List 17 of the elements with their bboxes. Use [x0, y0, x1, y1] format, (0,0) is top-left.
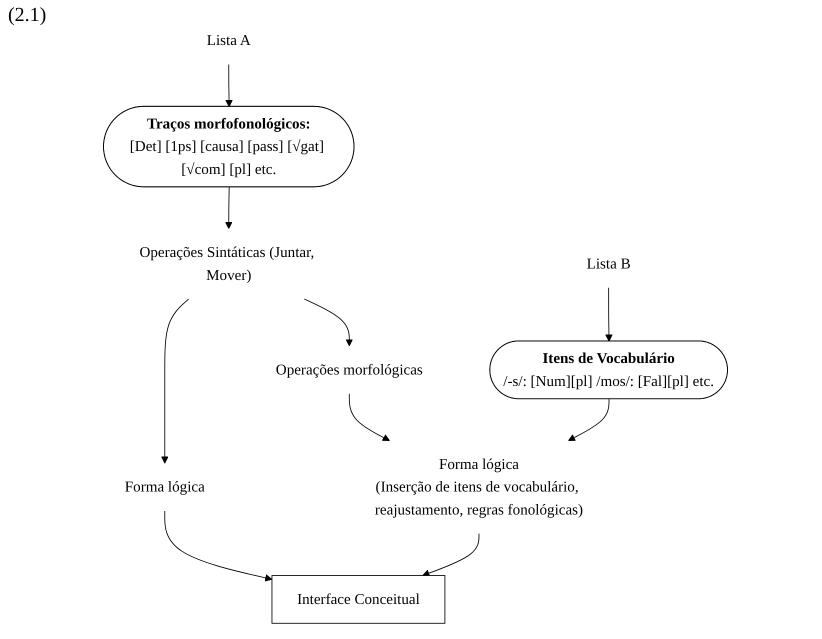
- node-text: Operações morfológicas: [276, 360, 423, 378]
- arrow: [605, 286, 613, 342]
- arrow: [348, 392, 390, 440]
- node-text: Lista B: [586, 254, 631, 272]
- figure-number: (2.1): [8, 4, 46, 27]
- arrow: [304, 298, 353, 346]
- node-text: Lista A: [206, 31, 251, 48]
- node-text: Forma lógica: [124, 478, 205, 495]
- node-box: Interface Conceitual: [271, 574, 446, 624]
- arrow: [422, 532, 480, 576]
- arrow: [164, 510, 272, 581]
- arrow: [225, 64, 233, 107]
- arrow: [161, 298, 189, 464]
- node-text: Forma lógica (Inserção de itens de vocabulário, reajustamento, regras fonológicas): [374, 455, 583, 518]
- arrow: [568, 398, 610, 440]
- arrow: [224, 186, 232, 228]
- node-text: Operações Sintáticas (Juntar, Mover): [139, 243, 314, 283]
